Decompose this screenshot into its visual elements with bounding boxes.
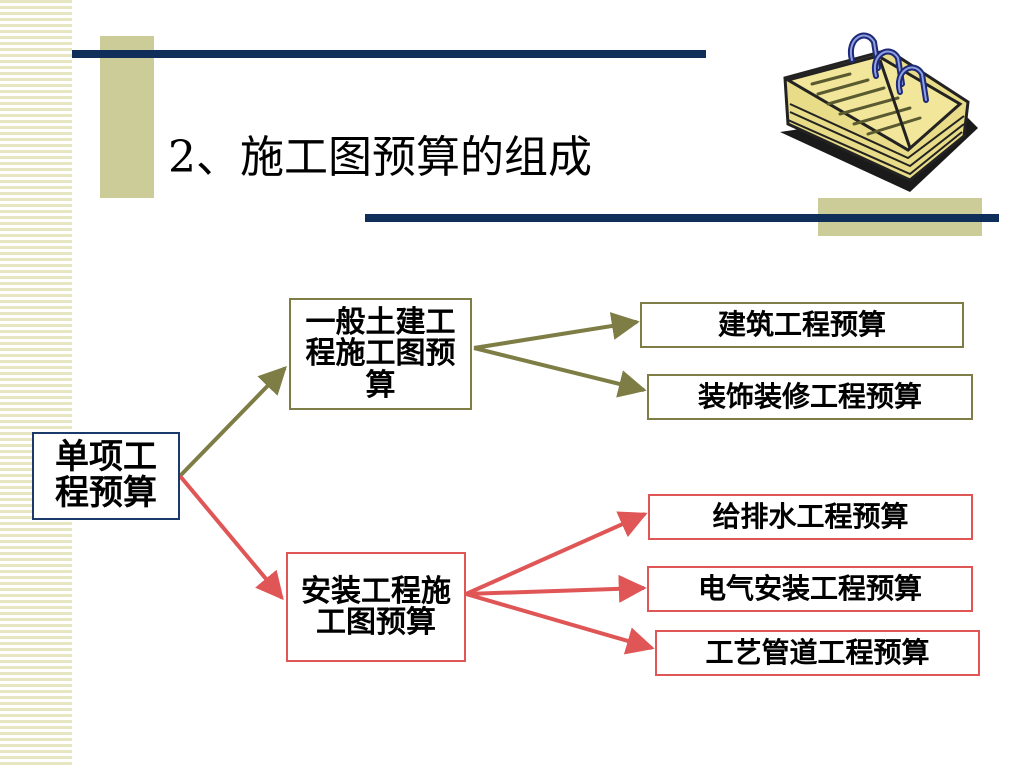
decorative-stripes bbox=[0, 0, 72, 768]
leaf-node-label: 电气安装工程预算 bbox=[698, 574, 922, 603]
leaf-node-piping: 工艺管道工程预算 bbox=[655, 630, 980, 676]
leaf-node-label: 工艺管道工程预算 bbox=[705, 638, 929, 667]
accent-block-top bbox=[100, 36, 154, 198]
branch-node-label: 一般土建工程施工图预算 bbox=[303, 307, 458, 402]
connector-civil-to-decoration bbox=[474, 348, 644, 390]
slide-title: 2、施工图预算的组成 bbox=[168, 132, 592, 185]
leaf-node-decoration: 装饰装修工程预算 bbox=[647, 374, 973, 420]
connector-root-to-civil bbox=[180, 368, 285, 476]
connector-install-to-piping bbox=[466, 594, 652, 648]
leaf-node-electrical: 电气安装工程预算 bbox=[647, 566, 973, 612]
leaf-node-label: 建筑工程预算 bbox=[718, 310, 886, 339]
leaf-node-building: 建筑工程预算 bbox=[640, 302, 964, 348]
leaf-node-label: 给排水工程预算 bbox=[712, 502, 908, 531]
title-rule-bottom bbox=[365, 214, 999, 222]
root-node-label: 单项工程预算 bbox=[40, 440, 172, 511]
branch-node-label: 安装工程施工图预算 bbox=[300, 576, 452, 639]
leaf-node-label: 装饰装修工程预算 bbox=[698, 382, 922, 411]
connector-install-to-electrical bbox=[466, 588, 644, 594]
leaf-node-plumbing: 给排水工程预算 bbox=[648, 494, 973, 540]
title-rule-top bbox=[72, 50, 706, 58]
branch-node-install: 安装工程施工图预算 bbox=[286, 552, 466, 662]
connector-install-to-plumbing bbox=[466, 514, 645, 594]
branch-node-civil: 一般土建工程施工图预算 bbox=[289, 298, 472, 410]
root-node: 单项工程预算 bbox=[32, 432, 180, 520]
connector-civil-to-building bbox=[474, 322, 637, 348]
notebook-icon bbox=[760, 20, 985, 195]
connector-root-to-install bbox=[180, 476, 282, 598]
